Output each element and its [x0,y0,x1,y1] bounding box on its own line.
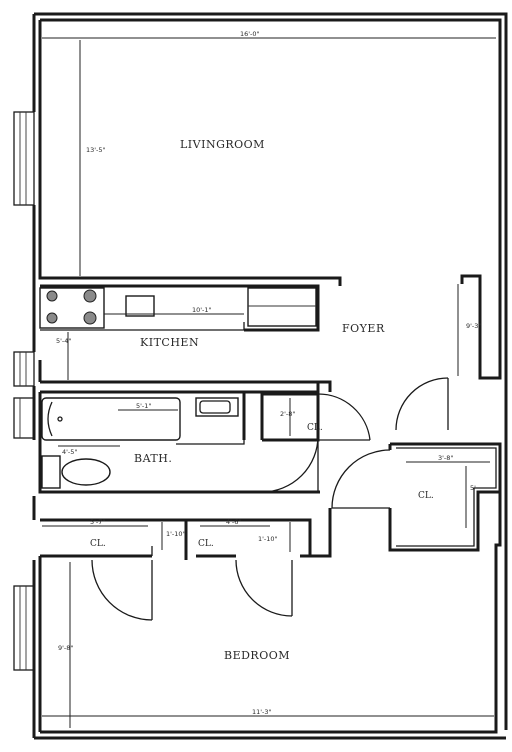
room-label-bath: BATH. [134,452,172,465]
sink-icon [125,295,155,317]
dim-closet-large-depth: 5' [470,484,476,492]
windows [13,111,35,671]
closet-label-bedroom-left: CL. [90,539,106,549]
bathtub-icon [41,397,181,441]
dim-closet-large-width: 3'-8" [438,454,453,462]
foyer-closet-large [331,442,502,552]
vanity-sink-icon [195,397,239,417]
dim-bath-width: 4'-5" [62,448,77,456]
refrigerator-icon [247,287,317,327]
room-label-foyer: FOYER [342,322,385,335]
dim-kitchen-depth: 5'-4" [56,337,71,345]
bedroom-closets [38,508,332,621]
closet-label-foyer-small: CL. [307,423,323,433]
room-label-living: LIVINGROOM [180,138,265,151]
dim-bedroom-width: 11'-3" [252,708,272,716]
room-label-bedroom: BEDROOM [224,649,290,662]
dimension-lines [42,37,496,728]
dim-living-width: 16'-0" [240,30,260,38]
dim-closet-small-depth: 2'-8" [280,410,295,418]
dim-bedroom-cl-right-depth: 1'-10" [258,535,278,543]
dim-kitchen-counter: 10'-1" [192,306,212,314]
toilet-tank-icon [41,455,61,489]
closet-label-foyer-large: CL. [418,491,434,501]
toilet-bowl-icon [61,458,111,486]
dim-bedroom-cl-left-depth: 1'-10" [166,530,186,538]
dim-bath-tub: 5'-1" [136,402,151,410]
exterior-walls [32,12,508,740]
dim-bedroom-cl-right-width: 4'-6" [226,518,241,526]
bath-area [38,382,320,494]
foyer-closet-small [260,377,449,442]
closet-label-bedroom-right: CL. [198,539,214,549]
dim-foyer-depth: 9'-3" [466,322,481,330]
room-label-kitchen: KITCHEN [140,336,199,349]
dim-living-depth: 13'-5" [86,146,106,154]
kitchen-area [38,284,320,382]
dim-bedroom-cl-left-width: 5'-7" [90,518,105,526]
dim-bedroom-depth: 9'-8" [58,644,73,652]
